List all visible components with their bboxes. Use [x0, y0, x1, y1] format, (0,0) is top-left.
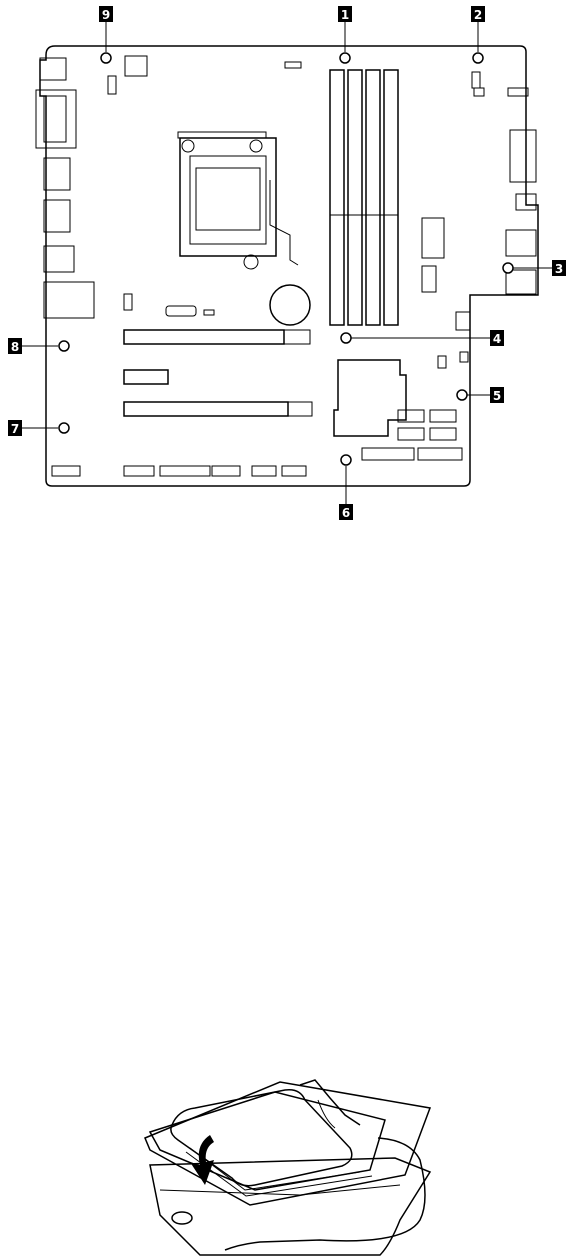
cpu-socket: [178, 132, 298, 269]
header-small: [456, 312, 470, 330]
rear-io-ports: [36, 58, 94, 318]
power-connector-24pin: [422, 218, 444, 258]
svg-text:3: 3: [555, 262, 563, 276]
motherboard-illustration: 1 2 3 4 5 6 7 8 9: [8, 6, 566, 520]
header-small: [124, 294, 132, 310]
load-plate: [150, 1092, 385, 1190]
callout-6: 6: [339, 504, 353, 520]
header-small: [285, 62, 301, 68]
callout-7: 7: [8, 420, 22, 436]
header-small: [204, 310, 214, 315]
callout-9: 9: [99, 6, 113, 22]
bottom-headers: [52, 466, 306, 476]
svg-text:1: 1: [341, 8, 349, 22]
board-outline: [40, 46, 538, 486]
callout-1: 1: [338, 6, 352, 22]
chipset-heatsink: [334, 360, 406, 436]
sata-connectors: [362, 352, 468, 460]
svg-text:8: 8: [11, 340, 19, 354]
screw-holes: [59, 53, 513, 465]
usb-port: [506, 270, 536, 294]
header-small: [108, 76, 116, 94]
cmos-battery: [270, 285, 310, 325]
header-small: [472, 72, 480, 88]
callout-4: 4: [490, 330, 504, 346]
svg-text:2: 2: [474, 8, 482, 22]
svg-text:9: 9: [102, 8, 110, 22]
svg-text:6: 6: [342, 506, 350, 520]
header-small: [508, 88, 528, 96]
screw-knob: [172, 1212, 192, 1224]
memory-slots: [330, 70, 398, 325]
ethernet-port: [506, 230, 536, 256]
power-connector-4pin: [125, 56, 147, 76]
cpu-socket-closeup-illustration: [145, 1080, 430, 1255]
svg-text:5: 5: [493, 389, 501, 403]
pcie-slots: [124, 330, 312, 416]
callout-2: 2: [471, 6, 485, 22]
header-small: [422, 266, 436, 292]
rotate-arrow-icon: [190, 1135, 214, 1185]
svg-text:7: 7: [11, 422, 19, 436]
header-small: [474, 88, 484, 96]
audio-ports: [510, 130, 536, 182]
callout-5: 5: [490, 387, 504, 403]
callout-3: 3: [552, 260, 566, 276]
header-small: [166, 306, 196, 316]
callout-8: 8: [8, 338, 22, 354]
callout-leader-lines: [22, 22, 552, 504]
svg-text:4: 4: [493, 332, 501, 346]
